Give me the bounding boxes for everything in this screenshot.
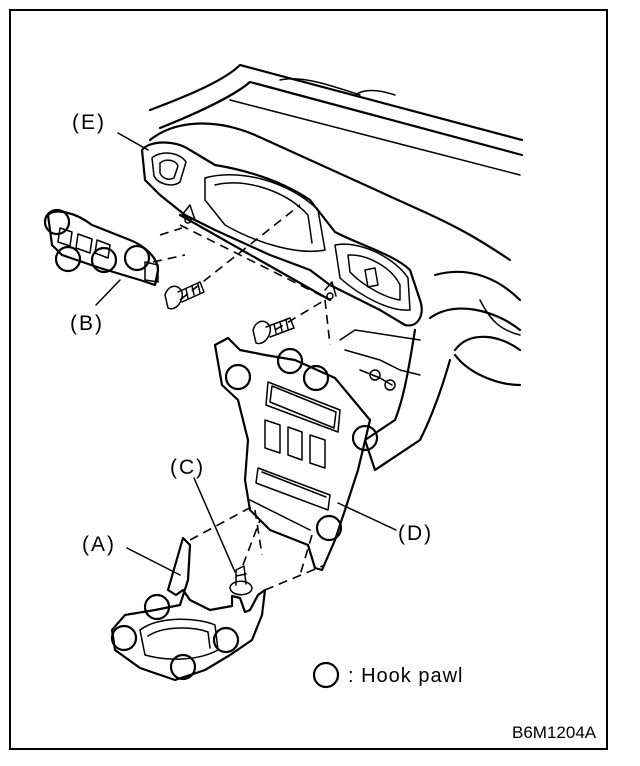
- hook-pawls-a: [110, 593, 240, 681]
- instrument-panel: [148, 63, 524, 472]
- figure-code: B6M1204A: [512, 723, 597, 742]
- clip-c: [229, 565, 253, 596]
- figure-frame: [9, 9, 608, 750]
- center-panel-d: [213, 336, 372, 572]
- alignment-lines: [152, 204, 331, 591]
- hook-pawls-d: [224, 347, 379, 542]
- hook-pawls-b: [43, 208, 151, 274]
- legend: : Hook pawl: [312, 661, 464, 689]
- meter-hood-panel-e: [140, 141, 423, 327]
- callout-a: (A): [82, 533, 116, 556]
- callout-c: (C): [170, 456, 205, 479]
- callout-d: (D): [398, 522, 433, 545]
- hook-pawl-legend-icon: [312, 661, 340, 689]
- callout-b: (B): [70, 312, 104, 335]
- legend-text: : Hook pawl: [348, 665, 464, 687]
- leader-lines: [95, 132, 397, 576]
- callout-e: (E): [72, 111, 106, 134]
- console-panel-a: [110, 536, 267, 682]
